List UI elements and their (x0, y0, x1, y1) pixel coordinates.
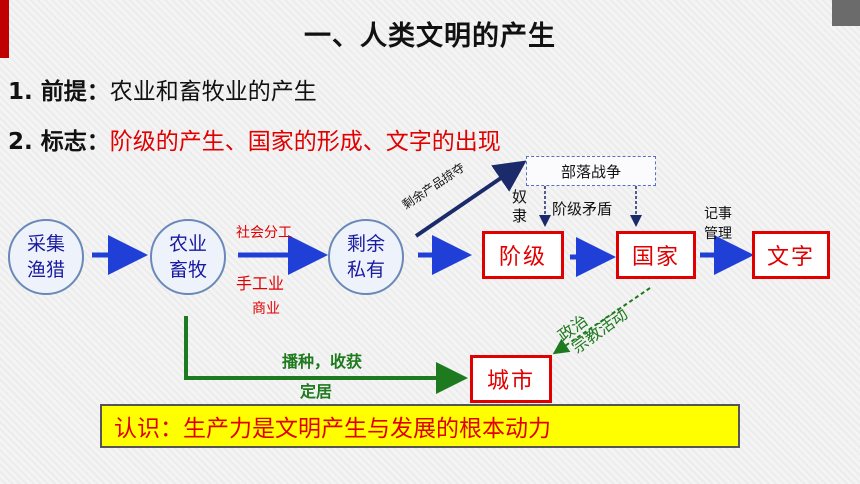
arrow-plunder (414, 160, 527, 238)
sign-text: 阶级的产生、国家的形成、文字的出现 (109, 129, 501, 155)
node-gather-hunt: 采集渔猎 (8, 219, 84, 295)
node-surplus: 剩余私有 (328, 219, 404, 295)
node-surplus-line1: 剩余 (346, 233, 385, 255)
label-record-2: 管理 (704, 226, 732, 242)
label-settle: 定居 (300, 382, 333, 401)
label-record-1: 记事 (704, 206, 732, 222)
node-state: 国家 (616, 231, 696, 279)
node-gather-line2: 渔猎 (26, 259, 65, 281)
node-farm-line1: 农业 (168, 233, 207, 255)
premise-line: 1. 前提：农业和畜牧业的产生 (8, 72, 317, 106)
label-slave-1: 奴 (512, 188, 528, 206)
page-title: 一、人类文明的产生 (304, 21, 556, 52)
node-writing: 文字 (752, 231, 830, 279)
label-conflict: 阶级矛盾 (552, 200, 613, 218)
conclusion-banner: 认识：生产力是文明产生与发展的根本动力 (100, 404, 740, 448)
premise-text: 农业和畜牧业的产生 (109, 79, 317, 105)
label-division: 社会分工 (236, 225, 292, 241)
node-farm-line2: 畜牧 (168, 259, 207, 281)
label-slave-2: 隶 (512, 207, 528, 225)
sign-line: 2. 标志：阶级的产生、国家的形成、文字的出现 (8, 122, 501, 156)
node-city: 城市 (470, 355, 552, 403)
arrow-farm-to-city (184, 316, 468, 394)
arrow-state-to-city (552, 287, 651, 355)
node-tribal-war: 部落战争 (526, 156, 656, 186)
node-gather-line1: 采集 (26, 233, 65, 255)
label-handicraft: 手工业 (236, 274, 285, 293)
label-record: 记事管理 (704, 204, 732, 244)
corner-accent-red (0, 0, 9, 58)
node-surplus-line2: 私有 (346, 259, 385, 281)
node-farm-herd: 农业畜牧 (150, 219, 226, 295)
label-sow-harvest: 播种，收获 (282, 352, 363, 371)
label-commerce: 商业 (252, 301, 280, 317)
corner-accent-gray (832, 0, 860, 26)
premise-label: 1. 前提： (8, 79, 110, 105)
label-slave: 奴隶 (512, 188, 527, 226)
node-class: 阶级 (482, 231, 564, 279)
sign-label: 2. 标志： (8, 129, 110, 155)
